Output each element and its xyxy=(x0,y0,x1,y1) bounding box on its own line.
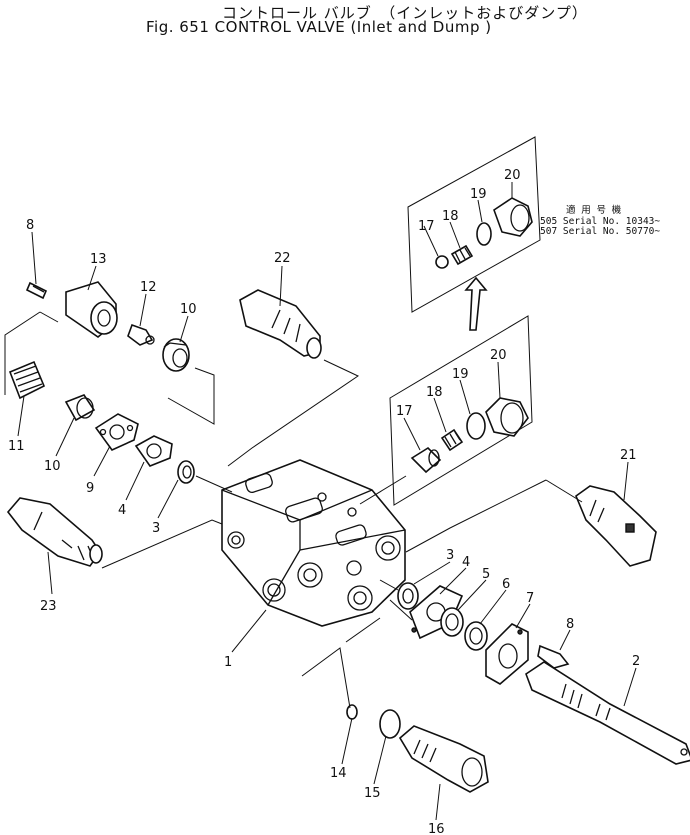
callout-7: 7 xyxy=(526,591,534,606)
callout-16: 16 xyxy=(428,822,445,835)
solenoid-valve-22 xyxy=(239,289,322,359)
callout-18-lower: 18 xyxy=(426,385,443,400)
callout-22: 22 xyxy=(274,251,291,266)
cap-screw-8-right xyxy=(537,644,570,669)
callout-12: 12 xyxy=(140,280,157,295)
left-group-bracket xyxy=(4,311,215,425)
callout-23: 23 xyxy=(40,599,57,614)
callout-4-right: 4 xyxy=(462,555,470,570)
valve-21 xyxy=(575,485,657,567)
o-ring-3-left xyxy=(177,460,195,484)
bushing-10-upper xyxy=(162,338,190,372)
callout-8-right: 8 xyxy=(566,617,574,632)
o-ring-5 xyxy=(440,607,464,637)
callout-11: 11 xyxy=(8,439,25,454)
o-ring-19-lower xyxy=(466,412,486,440)
upper-relief-group-frame xyxy=(407,136,541,313)
plug-16 xyxy=(398,725,489,793)
relief-spring-18-lower xyxy=(440,428,464,452)
callout-18-upper: 18 xyxy=(442,209,459,224)
callout-17-lower: 17 xyxy=(396,404,413,419)
plunger-12 xyxy=(127,323,155,346)
serial-note-heading: 適 用 号 機 xyxy=(566,204,622,216)
serial-note-line-507: 507 Serial No. 50770~ xyxy=(540,226,660,237)
solenoid-valve-23 xyxy=(6,497,103,567)
callout-10-lower: 10 xyxy=(44,459,61,474)
o-ring-3-right xyxy=(397,582,419,610)
callout-20-lower: 20 xyxy=(490,348,507,363)
bushing-10-lower xyxy=(64,394,96,422)
plate-9 xyxy=(94,413,139,451)
relief-spring-18-upper xyxy=(450,244,474,266)
callout-1: 1 xyxy=(224,655,232,670)
washer-6 xyxy=(464,621,488,651)
callout-13: 13 xyxy=(90,252,107,267)
callout-20-upper: 20 xyxy=(504,168,521,183)
gasket-4-left xyxy=(134,435,173,467)
direction-arrow xyxy=(464,276,488,331)
relief-poppet-17-lower xyxy=(410,446,442,474)
title-japanese: コントロール バルブ （インレットおよびダンプ） xyxy=(222,4,588,22)
callout-2: 2 xyxy=(632,654,640,669)
callout-4-left: 4 xyxy=(118,503,126,518)
callout-19-lower: 19 xyxy=(452,367,469,382)
figure-title: Fig. 651 CONTROL VALVE (Inlet and Dump ) xyxy=(146,18,492,36)
callout-15: 15 xyxy=(364,786,381,801)
callout-19-upper: 19 xyxy=(470,187,487,202)
callout-17-upper: 17 xyxy=(418,219,435,234)
spring-11 xyxy=(8,360,46,400)
callout-numbers: 8 13 12 10 22 11 10 9 4 3 23 1 17 18 19 … xyxy=(8,168,640,835)
callout-14: 14 xyxy=(330,766,347,781)
lower-relief-group-frame xyxy=(389,315,533,506)
sleeve-13 xyxy=(65,281,118,339)
callout-8-left: 8 xyxy=(26,218,34,233)
callout-3-left: 3 xyxy=(152,521,160,536)
callout-21: 21 xyxy=(620,448,637,463)
connection-lines xyxy=(101,359,583,709)
serial-note: 適 用 号 機 505 Serial No. 10343~ 507 Serial… xyxy=(540,204,660,237)
flange-7 xyxy=(485,623,529,685)
callout-5: 5 xyxy=(482,567,490,582)
callout-6: 6 xyxy=(502,577,510,592)
o-ring-15 xyxy=(379,709,401,739)
callout-9: 9 xyxy=(86,481,94,496)
cap-screw-8-left xyxy=(25,281,48,300)
valve-body xyxy=(221,459,406,627)
serial-note-line-505: 505 Serial No. 10343~ xyxy=(540,216,660,227)
callout-3-right: 3 xyxy=(446,548,454,563)
o-ring-14 xyxy=(346,704,358,720)
o-ring-19-upper xyxy=(476,222,492,246)
relief-plug-20-upper xyxy=(493,197,533,237)
callout-10-upper: 10 xyxy=(180,302,197,317)
relief-plug-20-lower xyxy=(485,397,529,437)
spool-2 xyxy=(525,661,690,765)
relief-poppet-17-upper xyxy=(435,255,449,269)
leader-lines xyxy=(17,182,637,821)
